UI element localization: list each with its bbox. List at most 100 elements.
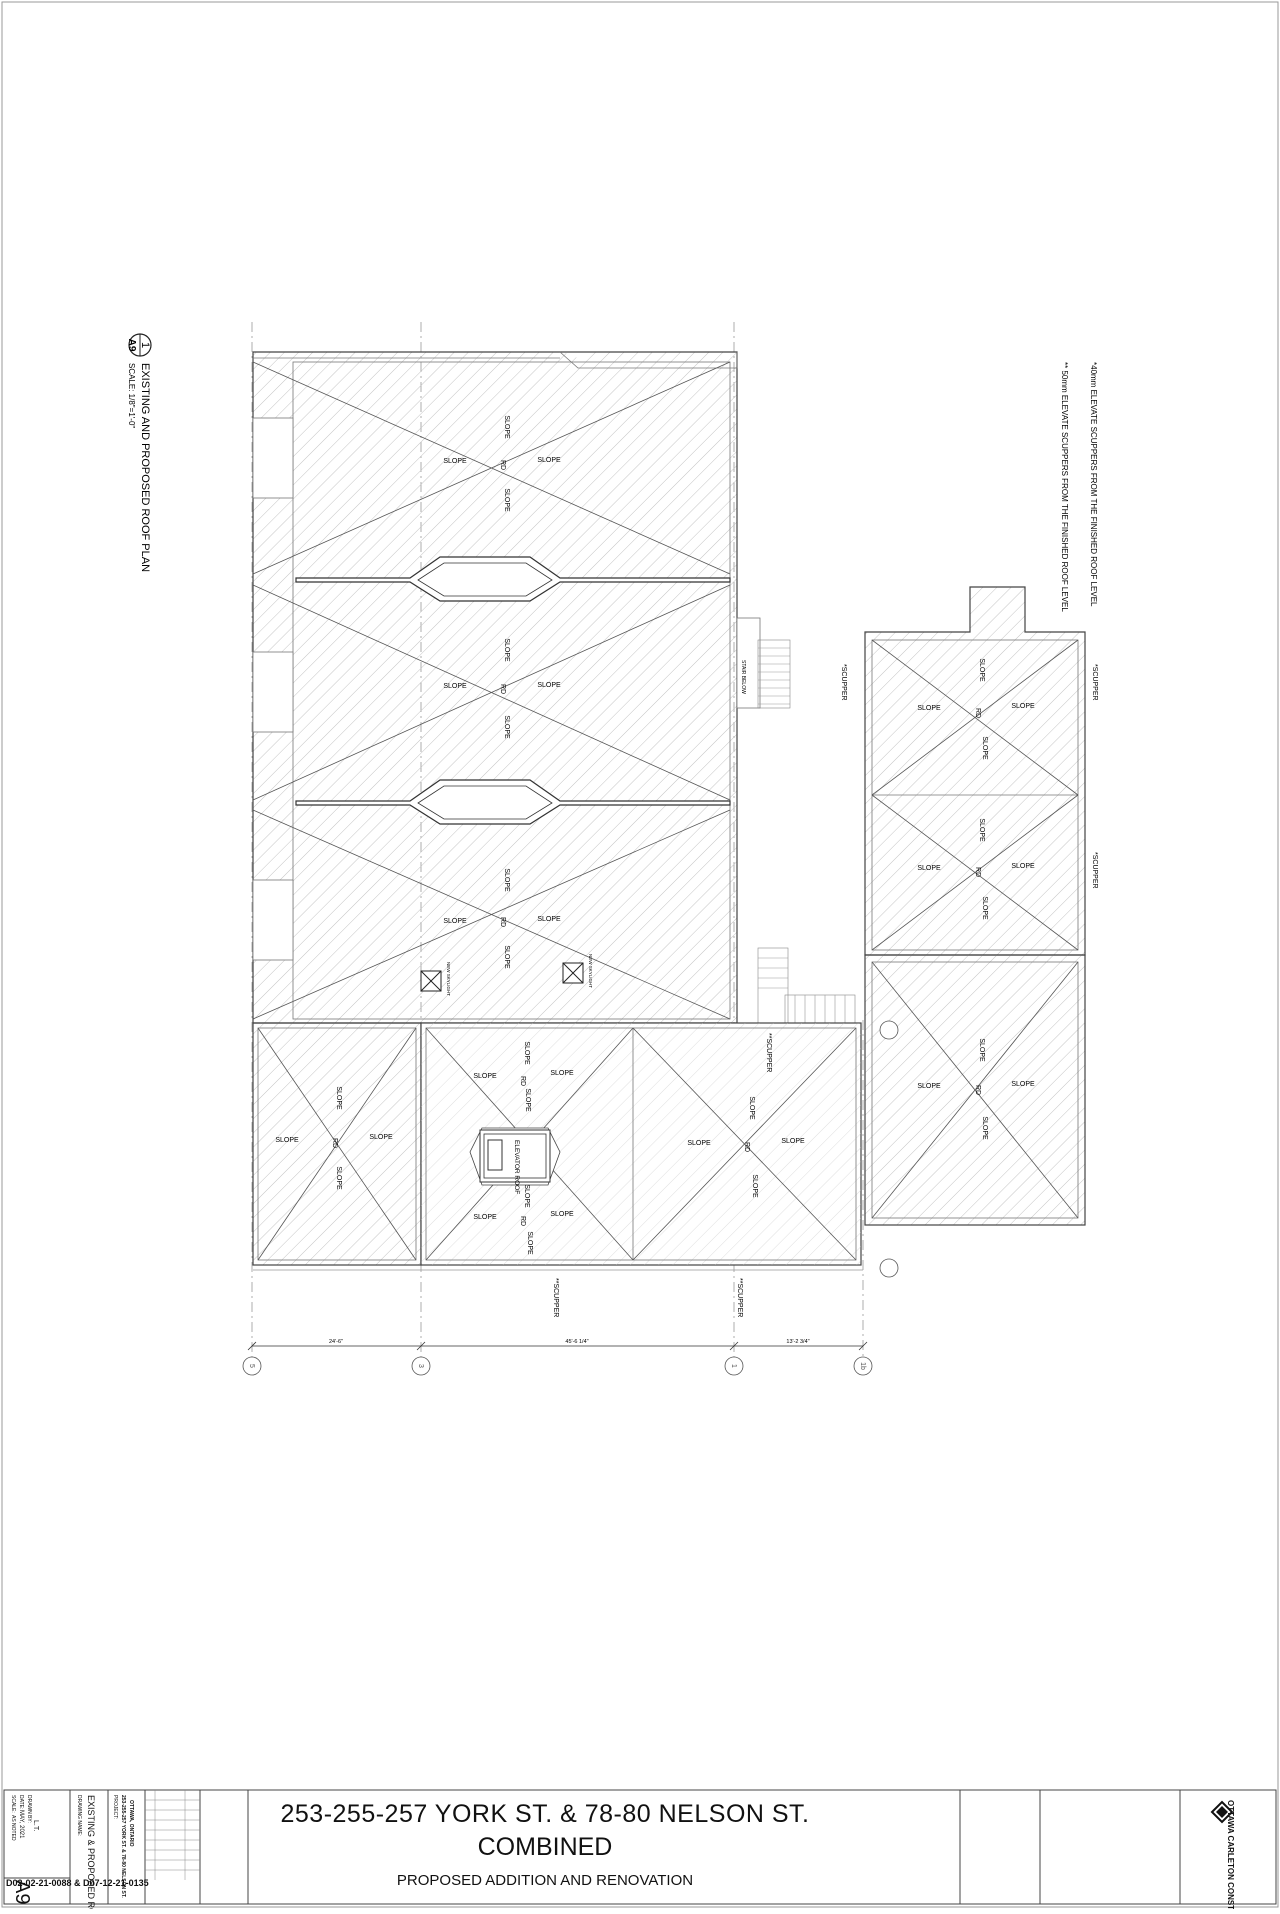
view-title: 1 A9 EXISTING AND PROPOSED ROOF PLAN SCA… bbox=[126, 333, 152, 572]
svg-text:SLOPE: SLOPE bbox=[550, 1070, 574, 1077]
svg-text:SLOPE: SLOPE bbox=[537, 916, 561, 923]
drain-group-10: SLOPE SLOPE SLOPE SLOPE RD bbox=[917, 1038, 1035, 1140]
scupper-notes: *40mm ELEVATE SCUPPERS FROM THE FINISHED… bbox=[1060, 362, 1098, 612]
drain-group-2: SLOPE SLOPE SLOPE SLOPE RD bbox=[443, 638, 561, 739]
dimension-string: 24'-6" 45'-6 1/4" 13'-2 3/4" bbox=[247, 1339, 868, 1351]
skylight-right: NEW SKYLIGHT bbox=[562, 954, 593, 988]
svg-text:SLOPE: SLOPE bbox=[275, 1137, 299, 1144]
grid-label-2: 3 bbox=[417, 1364, 424, 1368]
view-title-text: EXISTING AND PROPOSED ROOF PLAN bbox=[139, 363, 151, 572]
svg-text:SLOPE: SLOPE bbox=[687, 1140, 711, 1147]
svg-text:SLOPE: SLOPE bbox=[523, 1041, 530, 1065]
svg-text:SLOPE: SLOPE bbox=[751, 1174, 758, 1198]
project-line-2: COMBINED bbox=[477, 1833, 613, 1861]
roof-drain: RD bbox=[331, 1138, 338, 1148]
svg-text:SLOPE: SLOPE bbox=[503, 715, 510, 739]
svg-text:SLOPE: SLOPE bbox=[981, 896, 988, 920]
dimension-3: 13'-2 3/4" bbox=[786, 1339, 809, 1345]
roof-drain: RD bbox=[519, 1216, 526, 1226]
roof-drain: RD bbox=[974, 1085, 981, 1095]
svg-text:**SCUPPER: **SCUPPER bbox=[736, 1278, 743, 1317]
file-number: D02-02-21-0088 & D07-12-21-0135 bbox=[6, 1878, 149, 1888]
svg-text:SLOPE: SLOPE bbox=[537, 682, 561, 689]
dimension-1: 24'-6" bbox=[329, 1339, 343, 1345]
main-roof: STAIR BELOW NEW SKYLIGHT NEW SKYLIGHT bbox=[252, 351, 856, 1024]
svg-text:SLOPE: SLOPE bbox=[503, 415, 510, 439]
svg-text:SLOPE: SLOPE bbox=[369, 1134, 393, 1141]
drain-group-4: SLOPE SLOPE SLOPE SLOPE RD bbox=[275, 1086, 393, 1190]
view-sheet-ref: A9 bbox=[126, 339, 137, 352]
svg-text:SCALE:: SCALE: bbox=[10, 1795, 16, 1813]
svg-text:DRAWN BY:: DRAWN BY: bbox=[26, 1795, 32, 1823]
svg-text:SLOPE: SLOPE bbox=[503, 638, 510, 662]
title-block bbox=[3, 1789, 1277, 1905]
drain-group-5: SLOPE SLOPE SLOPE SLOPE RD bbox=[473, 1041, 574, 1112]
drain-group-1: SLOPE SLOPE SLOPE SLOPE RD bbox=[443, 415, 561, 512]
svg-text:SLOPE: SLOPE bbox=[917, 865, 941, 872]
svg-text:SLOPE: SLOPE bbox=[524, 1088, 531, 1112]
svg-text:SLOPE: SLOPE bbox=[443, 918, 467, 925]
svg-text:SLOPE: SLOPE bbox=[978, 658, 985, 682]
view-number: 1 bbox=[139, 342, 151, 348]
drain-group-7: SLOPE SLOPE SLOPE SLOPE RD bbox=[687, 1096, 805, 1198]
svg-text:SLOPE: SLOPE bbox=[781, 1138, 805, 1145]
grid-bubble-annex-bottom bbox=[879, 1258, 899, 1278]
company-name: OTTAWA CARLETON CONSTRUCTION bbox=[1226, 1800, 1235, 1909]
svg-text:SLOPE: SLOPE bbox=[523, 1184, 530, 1208]
roof-drain: RD bbox=[499, 917, 506, 927]
note-2: ** 50mm ELEVATE SCUPPERS FROM THE FINISH… bbox=[1060, 362, 1069, 612]
company-logo bbox=[1210, 1800, 1234, 1824]
title-block-text: DRAWING NAME: EXISTING & PROPOSED ROOF P… bbox=[10, 1795, 1235, 1914]
roof-drain: RD bbox=[974, 708, 981, 718]
svg-text:SLOPE: SLOPE bbox=[978, 1038, 985, 1062]
drawing-name: EXISTING & PROPOSED ROOF PLAN bbox=[86, 1795, 96, 1909]
roof-drain: RD bbox=[499, 460, 506, 470]
svg-text:AS NOTED: AS NOTED bbox=[10, 1815, 16, 1841]
svg-text:**SCUPPER: **SCUPPER bbox=[552, 1278, 559, 1317]
grid-bubbles: 5 3 1 1b bbox=[242, 1356, 873, 1376]
annex-roof bbox=[864, 586, 1086, 1278]
roof-drain: RD bbox=[743, 1142, 750, 1152]
scupper-labels: *SCUPPER *SCUPPER *SCUPPER **SCUPPER **S… bbox=[552, 664, 1098, 1317]
svg-text:L.T.: L.T. bbox=[32, 1820, 39, 1831]
svg-text:SLOPE: SLOPE bbox=[473, 1214, 497, 1221]
roof-drain: RD bbox=[974, 867, 981, 877]
svg-text:SLOPE: SLOPE bbox=[443, 458, 467, 465]
svg-text:SLOPE: SLOPE bbox=[503, 945, 510, 969]
roof-drain: RD bbox=[499, 684, 506, 694]
svg-text:DATE:: DATE: bbox=[18, 1795, 24, 1809]
svg-text:SLOPE: SLOPE bbox=[335, 1166, 342, 1190]
svg-text:PROJECT:: PROJECT: bbox=[112, 1795, 118, 1819]
svg-text:SLOPE: SLOPE bbox=[981, 1116, 988, 1140]
svg-text:SLOPE: SLOPE bbox=[1011, 1081, 1035, 1088]
svg-text:MAY, 2021: MAY, 2021 bbox=[18, 1810, 24, 1839]
svg-text:253-255-257 YORK ST. & 78-80 N: 253-255-257 YORK ST. & 78-80 NELSON ST. bbox=[120, 1795, 126, 1898]
grid-label-1: 5 bbox=[248, 1364, 255, 1368]
svg-text:SLOPE: SLOPE bbox=[537, 457, 561, 464]
dimension-2: 45'-6 1/4" bbox=[565, 1339, 588, 1345]
view-scale: SCALE: 1/8"=1'-0" bbox=[127, 363, 136, 428]
new-skylight-label-2: NEW SKYLIGHT bbox=[588, 954, 593, 988]
grid-label-4: 1b bbox=[859, 1362, 866, 1370]
stair-below-label: STAIR BELOW bbox=[740, 660, 746, 694]
svg-text:DRAWING NAME:: DRAWING NAME: bbox=[76, 1795, 82, 1836]
sheet-number: A9 bbox=[11, 1880, 33, 1904]
svg-text:SLOPE: SLOPE bbox=[981, 736, 988, 760]
svg-text:OTTAWA, ONTARIO: OTTAWA, ONTARIO bbox=[128, 1800, 134, 1847]
svg-text:SLOPE: SLOPE bbox=[978, 818, 985, 842]
svg-text:SLOPE: SLOPE bbox=[526, 1231, 533, 1255]
new-skylight-label-1: NEW SKYLIGHT bbox=[446, 962, 451, 996]
svg-text:SLOPE: SLOPE bbox=[1011, 703, 1035, 710]
svg-text:**SCUPPER: **SCUPPER bbox=[765, 1033, 772, 1072]
svg-text:*SCUPPER: *SCUPPER bbox=[840, 664, 847, 701]
svg-text:*SCUPPER: *SCUPPER bbox=[1091, 852, 1098, 889]
grid-label-3: 1 bbox=[730, 1364, 737, 1368]
svg-text:SLOPE: SLOPE bbox=[1011, 863, 1035, 870]
svg-text:SLOPE: SLOPE bbox=[503, 488, 510, 512]
svg-text:SLOPE: SLOPE bbox=[550, 1211, 574, 1218]
svg-text:SLOPE: SLOPE bbox=[473, 1073, 497, 1080]
svg-text:SLOPE: SLOPE bbox=[335, 1086, 342, 1110]
project-line-1: 253-255-257 YORK ST. & 78-80 NELSON ST. bbox=[280, 1800, 810, 1828]
drain-group-8: SLOPE SLOPE SLOPE SLOPE RD bbox=[917, 658, 1035, 760]
